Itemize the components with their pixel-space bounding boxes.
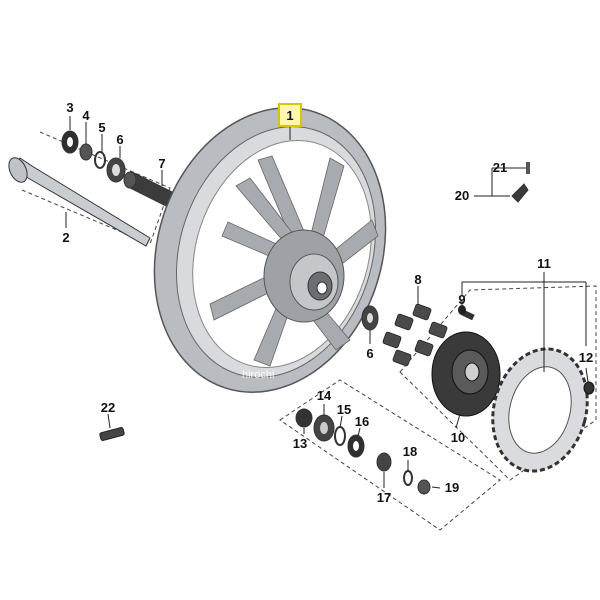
callout-20: 20	[455, 188, 469, 203]
bushing-part-13	[295, 408, 313, 428]
callout-9: 9	[458, 292, 465, 307]
callout-2: 2	[62, 230, 69, 245]
spacer-part-17	[376, 452, 392, 472]
callout-14: 14	[317, 388, 332, 403]
callout-21: 21	[493, 160, 507, 175]
callout-10: 10	[451, 430, 465, 445]
callout-11: 11	[537, 256, 551, 271]
lower-group-outline	[279, 379, 501, 531]
callout-22: 22	[101, 400, 115, 415]
callout-17: 17	[377, 490, 391, 505]
watermark: hirochi	[242, 369, 274, 381]
damper-rubbers-part-8	[382, 303, 448, 367]
spacer-part-4	[79, 143, 93, 161]
wheel-rim-part-1: hirochi	[153, 107, 387, 393]
nut-part-19	[417, 479, 431, 495]
callout-15: 15	[337, 402, 351, 417]
callout-1: 1	[286, 108, 293, 123]
callout-18: 18	[403, 444, 417, 459]
seal-bore	[67, 137, 73, 147]
callout-8: 8	[414, 272, 421, 287]
sprocket-part-11	[491, 347, 589, 473]
pin-part-22	[99, 426, 125, 442]
callout-6b: 6	[366, 346, 373, 361]
lower-parts-group	[279, 379, 501, 531]
sprocket-group-outline	[399, 285, 597, 481]
callout-numbers: 1 2 3 4 5 6 7 6 8 9 10 11 12 13 14 15 16…	[62, 100, 593, 505]
circlip-part-15	[334, 426, 346, 446]
callout-19: 19	[445, 480, 459, 495]
callout-12: 12	[579, 350, 593, 365]
callout-5: 5	[98, 120, 105, 135]
callout-13: 13	[293, 436, 307, 451]
sprocket-carrier-part-10	[431, 331, 501, 417]
sprocket-assembly	[399, 285, 597, 481]
axle-part-2	[8, 157, 151, 247]
valve-part-20	[511, 183, 529, 203]
callout-7: 7	[158, 156, 165, 171]
nut-part-12	[583, 381, 595, 395]
leader-lines	[65, 116, 589, 489]
bolt-part-9	[458, 305, 475, 321]
callout-3: 3	[66, 100, 73, 115]
callout-6a: 6	[116, 132, 123, 147]
washer-part-18	[403, 470, 413, 486]
valve-cap-part-21	[526, 162, 530, 174]
valve-assembly	[511, 162, 530, 203]
callout-16: 16	[355, 414, 369, 429]
circlip-part-5	[94, 151, 106, 169]
callout-4: 4	[82, 108, 90, 123]
highlight-box-part-1	[278, 103, 302, 127]
